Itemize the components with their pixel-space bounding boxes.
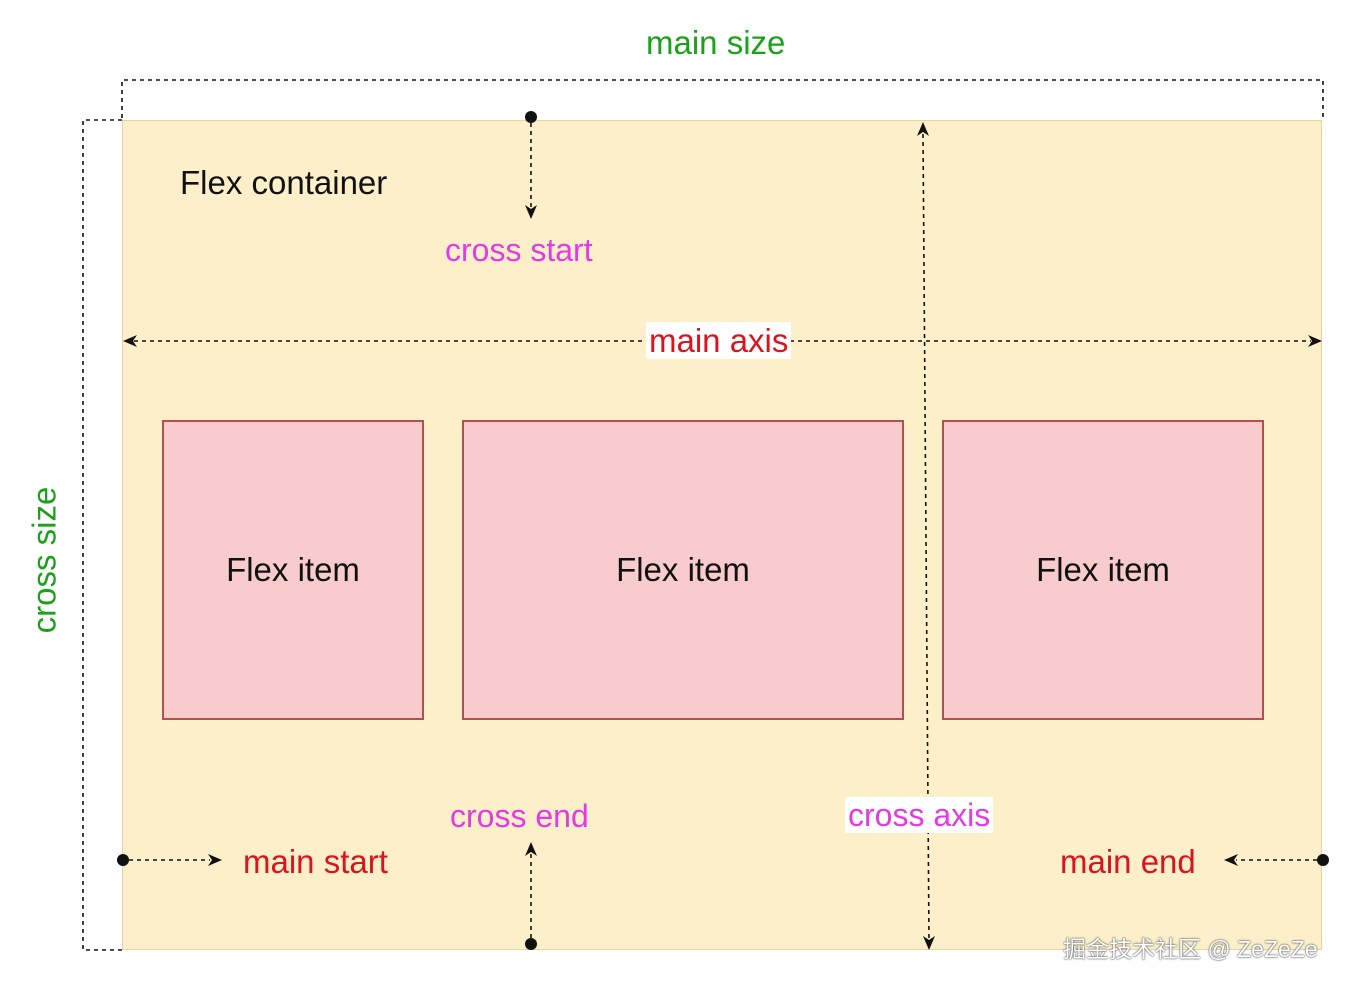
cross-start-label: cross start (445, 232, 593, 268)
flex-item-label: Flex item (1036, 551, 1170, 588)
main-end-label: main end (1060, 843, 1196, 880)
cross-size-bracket (82, 119, 122, 951)
cross-axis-arrow-down-icon (923, 936, 935, 950)
cross-axis-label: cross axis (845, 797, 994, 833)
cross-axis-arrow-up-icon (917, 122, 929, 136)
main-start-dot (117, 854, 129, 866)
flex-item-2: Flex item (462, 420, 904, 720)
main-axis-arrow-right-icon (1308, 335, 1322, 347)
main-end-dot (1317, 854, 1329, 866)
main-end-arrow-icon (1224, 854, 1238, 866)
main-start-label: main start (243, 843, 388, 880)
main-axis-arrow-left-icon (123, 335, 137, 347)
cross-axis-line (922, 133, 930, 941)
flex-container-title: Flex container (180, 164, 388, 201)
flex-item-label: Flex item (226, 551, 360, 588)
cross-end-arrow-icon (525, 842, 537, 856)
cross-start-arrow-icon (525, 205, 537, 219)
flex-item-label: Flex item (616, 551, 750, 588)
watermark: 掘金技术社区 @ ZeZeZe (1063, 936, 1318, 962)
main-axis-label: main axis (646, 322, 792, 359)
main-start-arrow-icon (208, 854, 222, 866)
main-size-bracket (121, 79, 1324, 118)
cross-end-dot (525, 938, 537, 950)
cross-end-label: cross end (450, 798, 589, 834)
flex-item-1: Flex item (162, 420, 424, 720)
main-size-label: main size (646, 24, 786, 61)
cross-start-dot (525, 111, 537, 123)
flex-item-3: Flex item (942, 420, 1264, 720)
